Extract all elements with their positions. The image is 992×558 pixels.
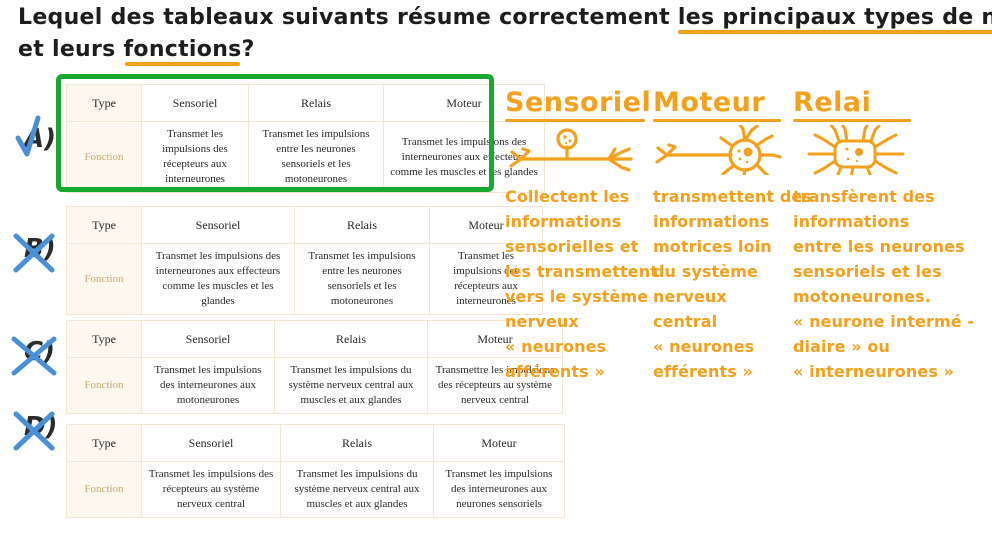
- cell-function-relais: Transmet les impulsions entre les neuron…: [248, 121, 384, 193]
- note-line: Collectent les: [505, 187, 630, 206]
- note-column-sensoriel: Sensoriel Collectent les informations se…: [505, 87, 658, 384]
- answer-table-a[interactable]: Type Sensoriel Relais Moteur Fonction Tr…: [66, 84, 545, 193]
- cell-function-moteur: Transmet les impulsions des interneurone…: [433, 461, 565, 518]
- question-text-part1: Lequel des tableaux suivants résume corr…: [18, 5, 678, 30]
- note-body-sensoriel: Collectent les informations sensorielles…: [505, 184, 658, 384]
- answer-table-c[interactable]: Type Sensoriel Relais Moteur Fonction Tr…: [66, 320, 563, 414]
- row-label-fonction: Fonction: [66, 121, 142, 193]
- cell-function-sensoriel: Transmet les impulsions des récepteurs a…: [141, 461, 281, 518]
- note-line: central: [653, 312, 718, 331]
- column-header-moteur: Moteur: [429, 206, 543, 244]
- note-heading-relai: Relai: [793, 87, 872, 118]
- note-line: nerveux: [505, 312, 579, 331]
- note-line: afférents »: [505, 362, 605, 381]
- note-line: transfèrent des: [793, 187, 935, 206]
- row-label-fonction: Fonction: [66, 243, 142, 315]
- cell-function-relais: Transmet les impulsions entre les neuron…: [294, 243, 430, 315]
- column-header-sensoriel: Sensoriel: [141, 206, 295, 244]
- note-line: efférents »: [653, 362, 753, 381]
- row-label-fonction: Fonction: [66, 357, 142, 414]
- cell-function-sensoriel: Transmet les impulsions des récepteurs a…: [141, 121, 249, 193]
- row-label-type: Type: [66, 320, 142, 358]
- table-row: Fonction Transmet les impulsions des int…: [66, 243, 543, 315]
- column-header-moteur: Moteur: [433, 424, 565, 462]
- note-body-relai: transfèrent des informations entre les n…: [793, 184, 992, 384]
- option-marker-c[interactable]: C): [8, 325, 62, 385]
- note-heading-sensoriel: Sensoriel: [505, 87, 652, 118]
- page-title: Lequel des tableaux suivants résume corr…: [18, 2, 992, 66]
- note-body-moteur: transmettent des informations motrices l…: [653, 184, 812, 384]
- table-row: Type Sensoriel Relais Moteur: [66, 320, 563, 358]
- row-label-type: Type: [66, 424, 142, 462]
- cell-function-relais: Transmet les impulsions du système nerve…: [274, 357, 428, 414]
- question-mark: ?: [241, 37, 255, 62]
- note-line: « neurone intermé -: [793, 312, 975, 331]
- note-line: « neurones: [653, 337, 755, 356]
- cross-icon: [11, 336, 57, 376]
- check-icon: [15, 115, 41, 157]
- motor-neuron-drawing: [655, 121, 782, 183]
- note-line: nerveux: [653, 287, 727, 306]
- note-line: sensorielles et: [505, 237, 639, 256]
- question-line-2: et leurs fonctions?: [18, 34, 978, 66]
- option-marker-a[interactable]: A): [8, 112, 62, 172]
- column-header-sensoriel: Sensoriel: [141, 320, 275, 358]
- cell-function-sensoriel: Transmet les impulsions des interneurone…: [141, 357, 275, 414]
- note-column-moteur: Moteur transmettent des informations mot…: [653, 87, 812, 384]
- table-row: Type Sensoriel Relais Moteur: [66, 424, 565, 462]
- note-underline: [653, 119, 781, 122]
- handwritten-notes-panel: Sensoriel Collectent les informations se…: [505, 88, 992, 458]
- cross-icon: [13, 233, 55, 273]
- table-row: Fonction Transmet les impulsions des réc…: [66, 121, 545, 193]
- note-line: sensoriels et les: [793, 262, 942, 281]
- question-highlight-1: les principaux types de neurones: [678, 5, 992, 30]
- column-header-moteur: Moteur: [427, 320, 563, 358]
- column-header-sensoriel: Sensoriel: [141, 424, 281, 462]
- note-line: informations: [653, 212, 770, 231]
- note-line: les transmettent: [505, 262, 658, 281]
- relay-neuron-drawing: [807, 122, 905, 179]
- note-line: « neurones: [505, 337, 607, 356]
- column-header-sensoriel: Sensoriel: [141, 84, 249, 122]
- option-marker-b[interactable]: B): [8, 222, 62, 282]
- column-header-relais: Relais: [294, 206, 430, 244]
- row-label-fonction: Fonction: [66, 461, 142, 518]
- question-text-part2: et leurs: [18, 37, 124, 62]
- row-label-type: Type: [66, 206, 142, 244]
- cell-function-relais: Transmet les impulsions du système nerve…: [280, 461, 434, 518]
- note-column-relai: Relai transfèrent des informations entre…: [793, 88, 992, 384]
- answer-table-b[interactable]: Type Sensoriel Relais Moteur Fonction Tr…: [66, 206, 543, 315]
- note-line: du système: [653, 262, 758, 281]
- column-header-relais: Relais: [280, 424, 434, 462]
- option-marker-d[interactable]: D): [8, 400, 62, 460]
- table-row: Fonction Transmet les impulsions des int…: [66, 357, 563, 414]
- note-line: motrices loin: [653, 237, 772, 256]
- answer-table-d[interactable]: Type Sensoriel Relais Moteur Fonction Tr…: [66, 424, 565, 518]
- note-line: entre les neurones: [793, 237, 965, 256]
- table-row: Type Sensoriel Relais Moteur: [66, 84, 545, 122]
- question-highlight-2: fonctions: [123, 37, 242, 62]
- row-label-type: Type: [66, 84, 142, 122]
- note-line: informations: [793, 212, 910, 231]
- note-line: diaire » ou: [793, 337, 890, 356]
- note-line: « interneurones »: [793, 362, 955, 381]
- cross-icon: [13, 411, 55, 451]
- note-heading-moteur: Moteur: [653, 87, 766, 118]
- note-line: vers le système: [505, 287, 649, 306]
- column-header-relais: Relais: [248, 84, 384, 122]
- question-line-1: Lequel des tableaux suivants résume corr…: [18, 2, 992, 34]
- cell-function-moteur: Transmet les impulsions des récepteurs a…: [429, 243, 543, 315]
- note-underline: [793, 119, 911, 122]
- column-header-relais: Relais: [274, 320, 428, 358]
- cell-function-moteur: Transmettre les impulsions des récepteur…: [427, 357, 563, 414]
- table-row: Fonction Transmet les impulsions des réc…: [66, 461, 565, 518]
- table-row: Type Sensoriel Relais Moteur: [66, 206, 543, 244]
- cell-function-sensoriel: Transmet les impulsions des interneurone…: [141, 243, 295, 315]
- note-line: informations: [505, 212, 622, 231]
- note-line: motoneurones.: [793, 287, 931, 306]
- note-line: transmettent des: [653, 187, 812, 206]
- sensory-neuron-drawing: [509, 128, 633, 172]
- note-underline: [505, 119, 645, 122]
